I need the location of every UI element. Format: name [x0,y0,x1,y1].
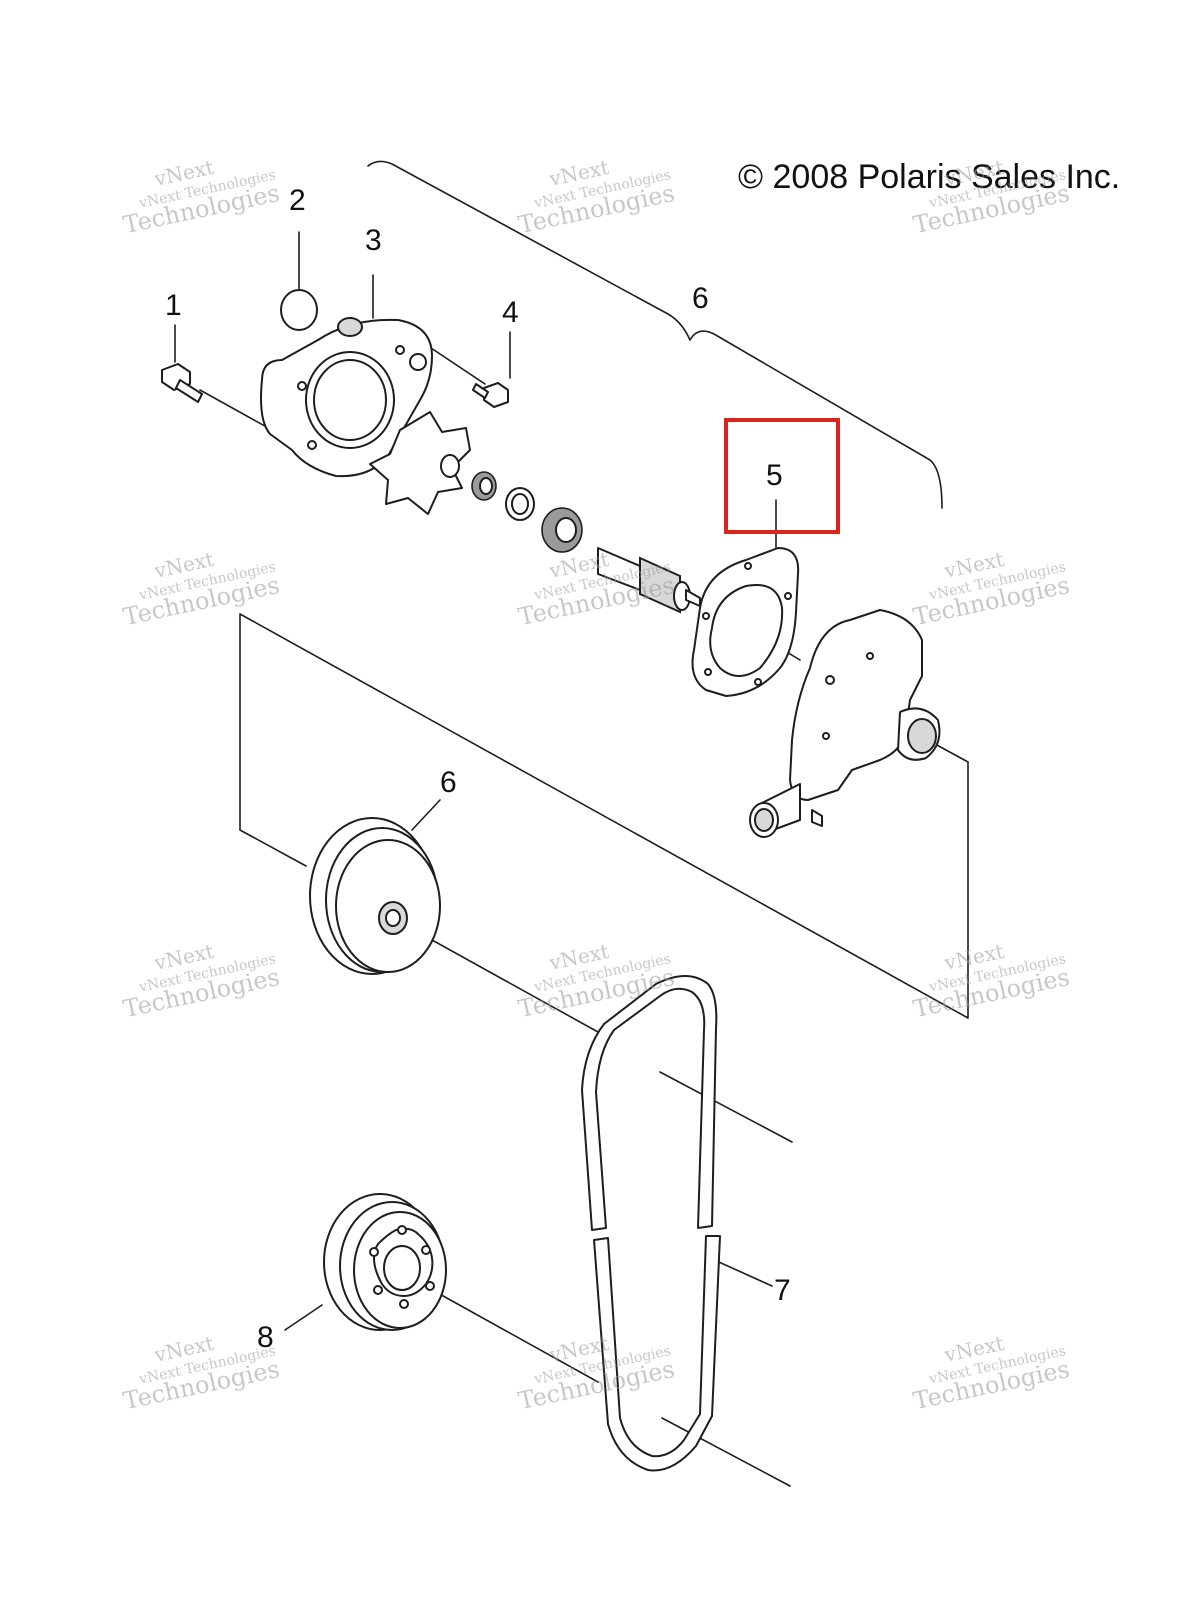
gasket-part-5 [691,547,800,697]
pump-housing [749,609,941,838]
pump-cover-part-3 [260,317,433,478]
impeller [369,411,471,515]
pulley-part-6 [309,817,441,975]
bolt-part-4 [472,382,509,408]
o-ring-part-2 [280,289,318,331]
highlight-box-callout-5 [724,418,840,534]
callout-6-pulley: 6 [440,766,457,799]
callout-7: 7 [774,1274,791,1307]
callout-6-assembly: 6 [692,282,709,315]
pump-shaft [597,547,701,614]
callout-2: 2 [289,184,306,217]
bolt-part-1 [161,363,203,403]
callout-4: 4 [502,296,519,329]
seal-rings [471,471,583,553]
callout-1: 1 [165,289,182,322]
callout-3: 3 [365,224,382,257]
callout-8: 8 [257,1321,274,1354]
pulley-part-8 [323,1193,447,1331]
assembly-bracket [367,160,943,509]
pump-frame [239,613,969,1019]
callout-5: 5 [766,459,783,492]
copyright-text: © 2008 Polaris Sales Inc. [738,158,1120,196]
belt-part-7 [581,975,721,1472]
